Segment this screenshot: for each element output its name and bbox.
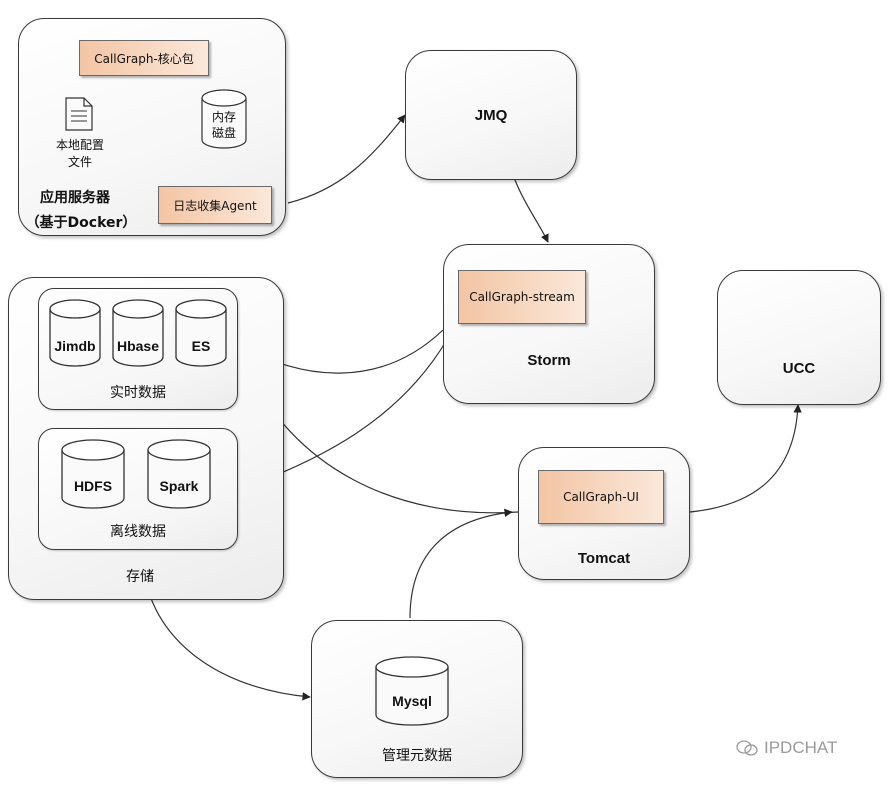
tomcat-label: Tomcat [577,550,631,567]
wechat-icon [736,740,758,756]
arrow-storage-to-meta [144,577,311,701]
realtime-data-label: 实时数据 [110,385,166,401]
log-agent-tag: 日志收集Agent [158,186,272,224]
db-cylinder-hbase: Hbase [111,298,165,368]
local-config-label-2: 文件 [67,155,92,169]
watermark: IPDCHAT [736,738,837,758]
core-package-tag: CallGraph-核心包 [79,40,209,76]
db-label-hbase: Hbase [116,338,160,354]
local-config-file-icon [65,97,93,131]
meta-data-label: 管理元数据 [382,748,452,764]
arrow-agent-to-jmq [287,114,406,204]
memory-label: 内存 [211,110,236,124]
db-cylinder-mysql: Mysql [374,655,450,727]
watermark-text: IPDCHAT [764,738,838,757]
db-label-jimdb: Jimdb [54,338,96,354]
db-cylinder-hdfs: HDFS [60,438,126,510]
arrow-tomcat-to-ucc [689,404,802,513]
storm-label: Storm [527,352,571,369]
callgraph-stream-tag: CallGraph-stream [458,270,586,324]
storm-box [443,244,655,404]
db-label-es: ES [191,338,211,354]
app-server-subtitle: （基于Docker） [25,215,137,231]
jmq-label: JMQ [474,107,508,124]
ucc-box [717,270,881,405]
local-config-label-1: 本地配置 [55,138,104,152]
db-label-hdfs: HDFS [73,478,113,494]
jmq-box [405,50,577,180]
callgraph-ui-tag: CallGraph-UI [538,470,664,524]
db-label-mysql: Mysql [392,693,432,709]
db-cylinder-jimdb: Jimdb [48,298,102,368]
offline-data-label: 离线数据 [110,524,166,540]
arrow-jmq-to-storm [514,179,549,243]
db-cylinder-es: ES [174,298,228,368]
ucc-label: UCC [782,360,816,377]
app-server-title: 应用服务器 [40,190,110,206]
arrow-mysql-to-tomcat [409,508,513,619]
disk-label: 磁盘 [211,126,236,140]
db-label-spark: Spark [159,478,199,494]
db-cylinder-spark: Spark [146,438,212,510]
memory-disk-cylinder: 内存 磁盘 [199,88,249,150]
storage-label: 存储 [126,569,154,585]
